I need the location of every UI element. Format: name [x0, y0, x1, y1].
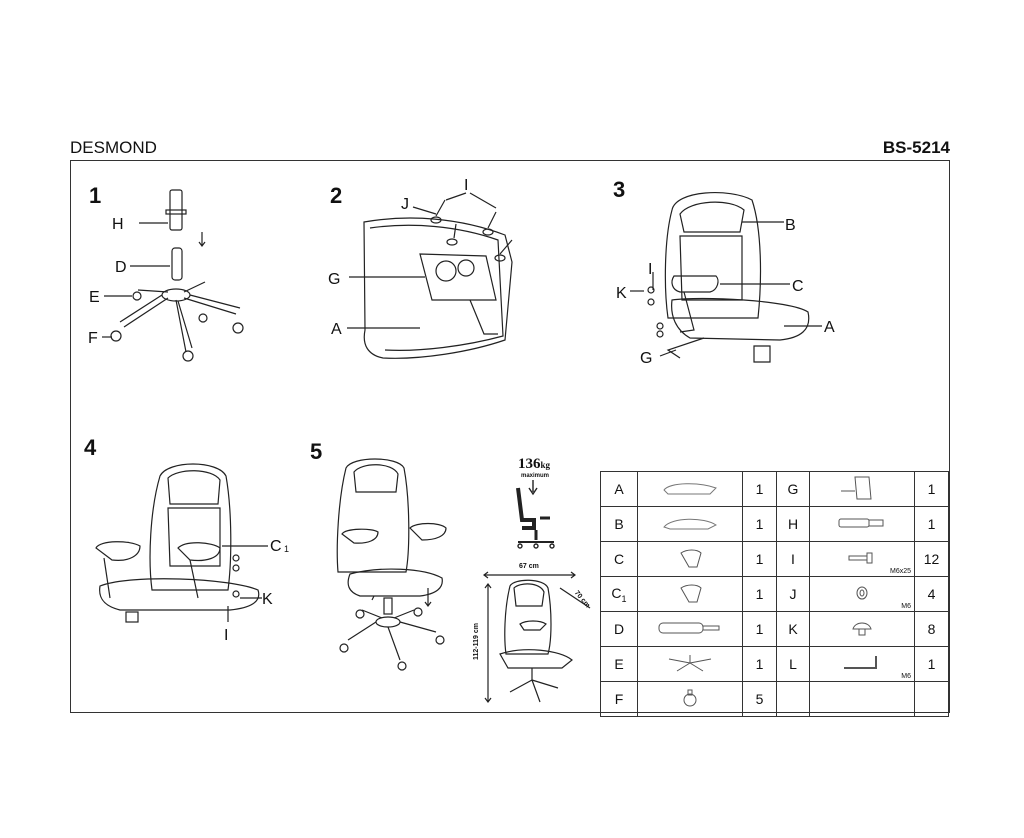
part-quantity	[914, 681, 949, 717]
part-letter: F	[600, 681, 638, 717]
washer-icon: M6	[809, 576, 915, 612]
dimension-illustration	[483, 571, 591, 703]
part-letter: H	[776, 506, 810, 542]
part-quantity: 1	[914, 506, 949, 542]
step-number: 2	[330, 183, 342, 208]
callout-label: K	[262, 591, 273, 608]
part-letter: B	[600, 506, 638, 542]
part-quantity: 1	[742, 471, 777, 507]
cap-icon	[809, 611, 915, 647]
callout-label: G	[328, 271, 340, 288]
callout-label: D	[115, 259, 127, 276]
step-5-illustration	[336, 458, 447, 671]
part-spec: M6	[901, 673, 911, 680]
step-3-illustration	[630, 191, 822, 363]
backrest-icon	[637, 506, 743, 542]
step-number: 3	[613, 177, 625, 202]
step-4-illustration	[95, 463, 268, 623]
callout-label: B	[785, 217, 796, 234]
max-weight: 136kg	[518, 456, 551, 472]
part-quantity: 1	[742, 506, 777, 542]
part-quantity: 1	[742, 646, 777, 682]
part-quantity: 4	[914, 576, 949, 612]
part-quantity: 12	[914, 541, 949, 577]
callout-label: H	[112, 216, 124, 233]
max-load-icon	[516, 480, 555, 549]
part-quantity: 5	[742, 681, 777, 717]
part-letter: E	[600, 646, 638, 682]
part-letter: D	[600, 611, 638, 647]
part-quantity: 1	[914, 646, 949, 682]
gas-cover-icon	[637, 611, 743, 647]
armrest-icon	[637, 541, 743, 577]
seat-icon	[637, 471, 743, 507]
part-letter	[776, 681, 810, 717]
callout-label: K	[616, 285, 627, 302]
bolt-icon: M6x25	[809, 541, 915, 577]
callout-label: C	[270, 538, 282, 555]
part-letter: I	[776, 541, 810, 577]
height-dimension: 112-119 cm	[472, 623, 480, 660]
callout-label: F	[88, 330, 98, 347]
allen-key-icon: M6	[809, 646, 915, 682]
step-number: 4	[84, 435, 97, 460]
callout-label: I	[224, 627, 228, 644]
star-base-icon	[637, 646, 743, 682]
callout-label: A	[331, 321, 342, 338]
part-letter: A	[600, 471, 638, 507]
callout-label: I	[648, 261, 652, 278]
instruction-frame	[70, 160, 950, 713]
product-name: DESMOND	[70, 138, 157, 157]
step-number: 5	[310, 439, 322, 464]
part-letter: G	[776, 471, 810, 507]
armrest-icon	[637, 576, 743, 612]
part-letter: J	[776, 576, 810, 612]
model-code: BS-5214	[882, 138, 950, 157]
part-quantity: 1	[742, 576, 777, 612]
max-weight-note: maximum	[521, 473, 550, 479]
part-letter: K	[776, 611, 810, 647]
callout-label: J	[401, 196, 409, 213]
part-letter: C1	[600, 576, 638, 612]
callout-label: C	[792, 278, 804, 295]
callout-label: I	[464, 177, 468, 194]
part-spec: M6x25	[889, 568, 911, 575]
width-dimension: 67 cm	[519, 563, 539, 570]
part-letter: C	[600, 541, 638, 577]
part-letter: L	[776, 646, 810, 682]
part-quantity: 8	[914, 611, 949, 647]
part-quantity: 1	[742, 611, 777, 647]
part-spec: M6	[901, 603, 911, 610]
part-quantity: 1	[742, 541, 777, 577]
callout-subscript: 1	[284, 544, 289, 554]
mechanism-plate-icon	[809, 471, 915, 507]
callout-label: E	[89, 289, 100, 306]
part-quantity: 1	[914, 471, 949, 507]
callout-label: G	[640, 350, 652, 367]
step-2-illustration	[347, 192, 513, 359]
step-1-illustration	[102, 189, 244, 362]
step-number: 1	[89, 183, 101, 208]
gas-lift-icon	[809, 506, 915, 542]
empty-cell	[809, 681, 915, 717]
caster-icon	[637, 681, 743, 717]
callout-label: A	[824, 319, 835, 336]
